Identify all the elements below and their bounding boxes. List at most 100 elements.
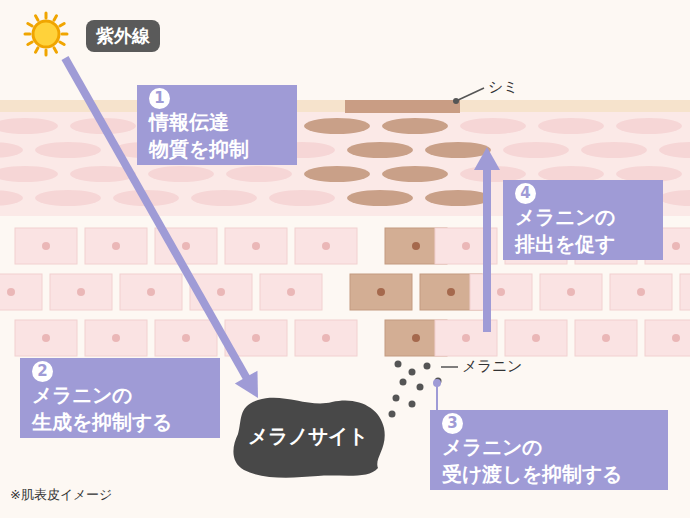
melanocyte-label: メラノサイト (248, 423, 368, 450)
sun-ray (36, 16, 39, 20)
horny-cell (35, 190, 101, 206)
leader-line (456, 88, 484, 101)
leader-line (441, 366, 458, 368)
nucleus (377, 288, 385, 296)
sun-disc (33, 21, 59, 47)
cell (15, 320, 77, 356)
horny-cell (226, 166, 292, 182)
nucleus (672, 334, 680, 342)
horny-cell (191, 190, 257, 206)
sun-ray (36, 48, 39, 52)
horny-cell (425, 142, 491, 158)
cell (575, 320, 637, 356)
callout-number: 4 (515, 183, 536, 204)
callout-number: 3 (442, 413, 463, 434)
nucleus (322, 334, 330, 342)
horny-cell (659, 142, 690, 158)
nucleus (287, 288, 295, 296)
sun-ray (28, 24, 32, 27)
nucleus (462, 242, 470, 250)
spot (345, 100, 460, 113)
nucleus (447, 288, 455, 296)
text-label: メラニン (462, 357, 522, 376)
sun-icon (20, 8, 76, 58)
nucleus (182, 334, 190, 342)
nucleus (602, 334, 610, 342)
nucleus (412, 334, 420, 342)
horny-cell (460, 118, 526, 134)
nucleus (252, 242, 260, 250)
callout-box: 1情報伝達 物質を抑制 (137, 85, 297, 165)
cell (15, 228, 77, 264)
nucleus (672, 242, 680, 250)
horny-cell (35, 142, 101, 158)
sun-ray (45, 13, 48, 18)
melanocyte-body (233, 398, 384, 478)
horny-cell (148, 166, 214, 182)
text-label: シミ (488, 78, 518, 97)
cell (505, 320, 567, 356)
cell (295, 320, 357, 356)
cell (50, 274, 112, 310)
nucleus (42, 334, 50, 342)
nucleus (217, 288, 225, 296)
horny-cell (304, 118, 370, 134)
nucleus (567, 288, 575, 296)
nucleus (112, 334, 120, 342)
nucleus (322, 242, 330, 250)
callout-text: メラニンの 受け渡しを抑制する (442, 434, 656, 488)
horny-cell (347, 142, 413, 158)
cell (470, 274, 532, 310)
callout-text: メラニンの 排出を促す (515, 204, 651, 258)
nucleus (412, 242, 420, 250)
text-label: ※肌表皮イメージ (10, 486, 112, 504)
callout-text: 情報伝達 物質を抑制 (149, 109, 285, 163)
arrowhead (235, 371, 258, 398)
cell (85, 320, 147, 356)
cell (155, 320, 217, 356)
melanocyte-shape: メラノサイト (228, 394, 388, 478)
horny-cell (0, 118, 58, 134)
callout-box: 3メラニンの 受け渡しを抑制する (430, 410, 668, 490)
cell (120, 274, 182, 310)
sun-ray (60, 24, 64, 27)
horny-cell (304, 166, 370, 182)
horny-cell (0, 166, 58, 182)
sun-ray (28, 42, 32, 45)
cell (680, 274, 690, 310)
horny-cell (382, 118, 448, 134)
horny-cell (269, 190, 335, 206)
sun-ray (25, 33, 30, 36)
cell (540, 274, 602, 310)
nucleus (497, 288, 505, 296)
skin-surface (0, 100, 690, 112)
sun-ray (54, 16, 57, 20)
nucleus (182, 242, 190, 250)
nucleus (77, 288, 85, 296)
nucleus (532, 334, 540, 342)
horny-cell (347, 190, 413, 206)
callout-text: メラニンの 生成を抑制する (32, 382, 208, 436)
cell (0, 274, 42, 310)
horny-cell (382, 166, 448, 182)
uv-group: 紫外線 (20, 8, 180, 58)
callout-box: 2メラニンの 生成を抑制する (20, 358, 220, 438)
nucleus (462, 334, 470, 342)
sun-ray (45, 50, 48, 55)
uv-label: 紫外線 (86, 20, 160, 52)
cell (645, 320, 690, 356)
horny-cell (581, 142, 647, 158)
horny-cell (616, 118, 682, 134)
horny-cell (659, 190, 690, 206)
nucleus (112, 242, 120, 250)
cell (350, 274, 412, 310)
nucleus (252, 334, 260, 342)
callout-box: 4メラニンの 排出を促す (503, 180, 663, 260)
callout-number: 2 (32, 361, 53, 382)
sun-ray (54, 48, 57, 52)
leader-dot (453, 98, 459, 104)
nucleus (147, 288, 155, 296)
callout-dot (433, 379, 441, 387)
horny-cell (425, 190, 491, 206)
cell (610, 274, 672, 310)
